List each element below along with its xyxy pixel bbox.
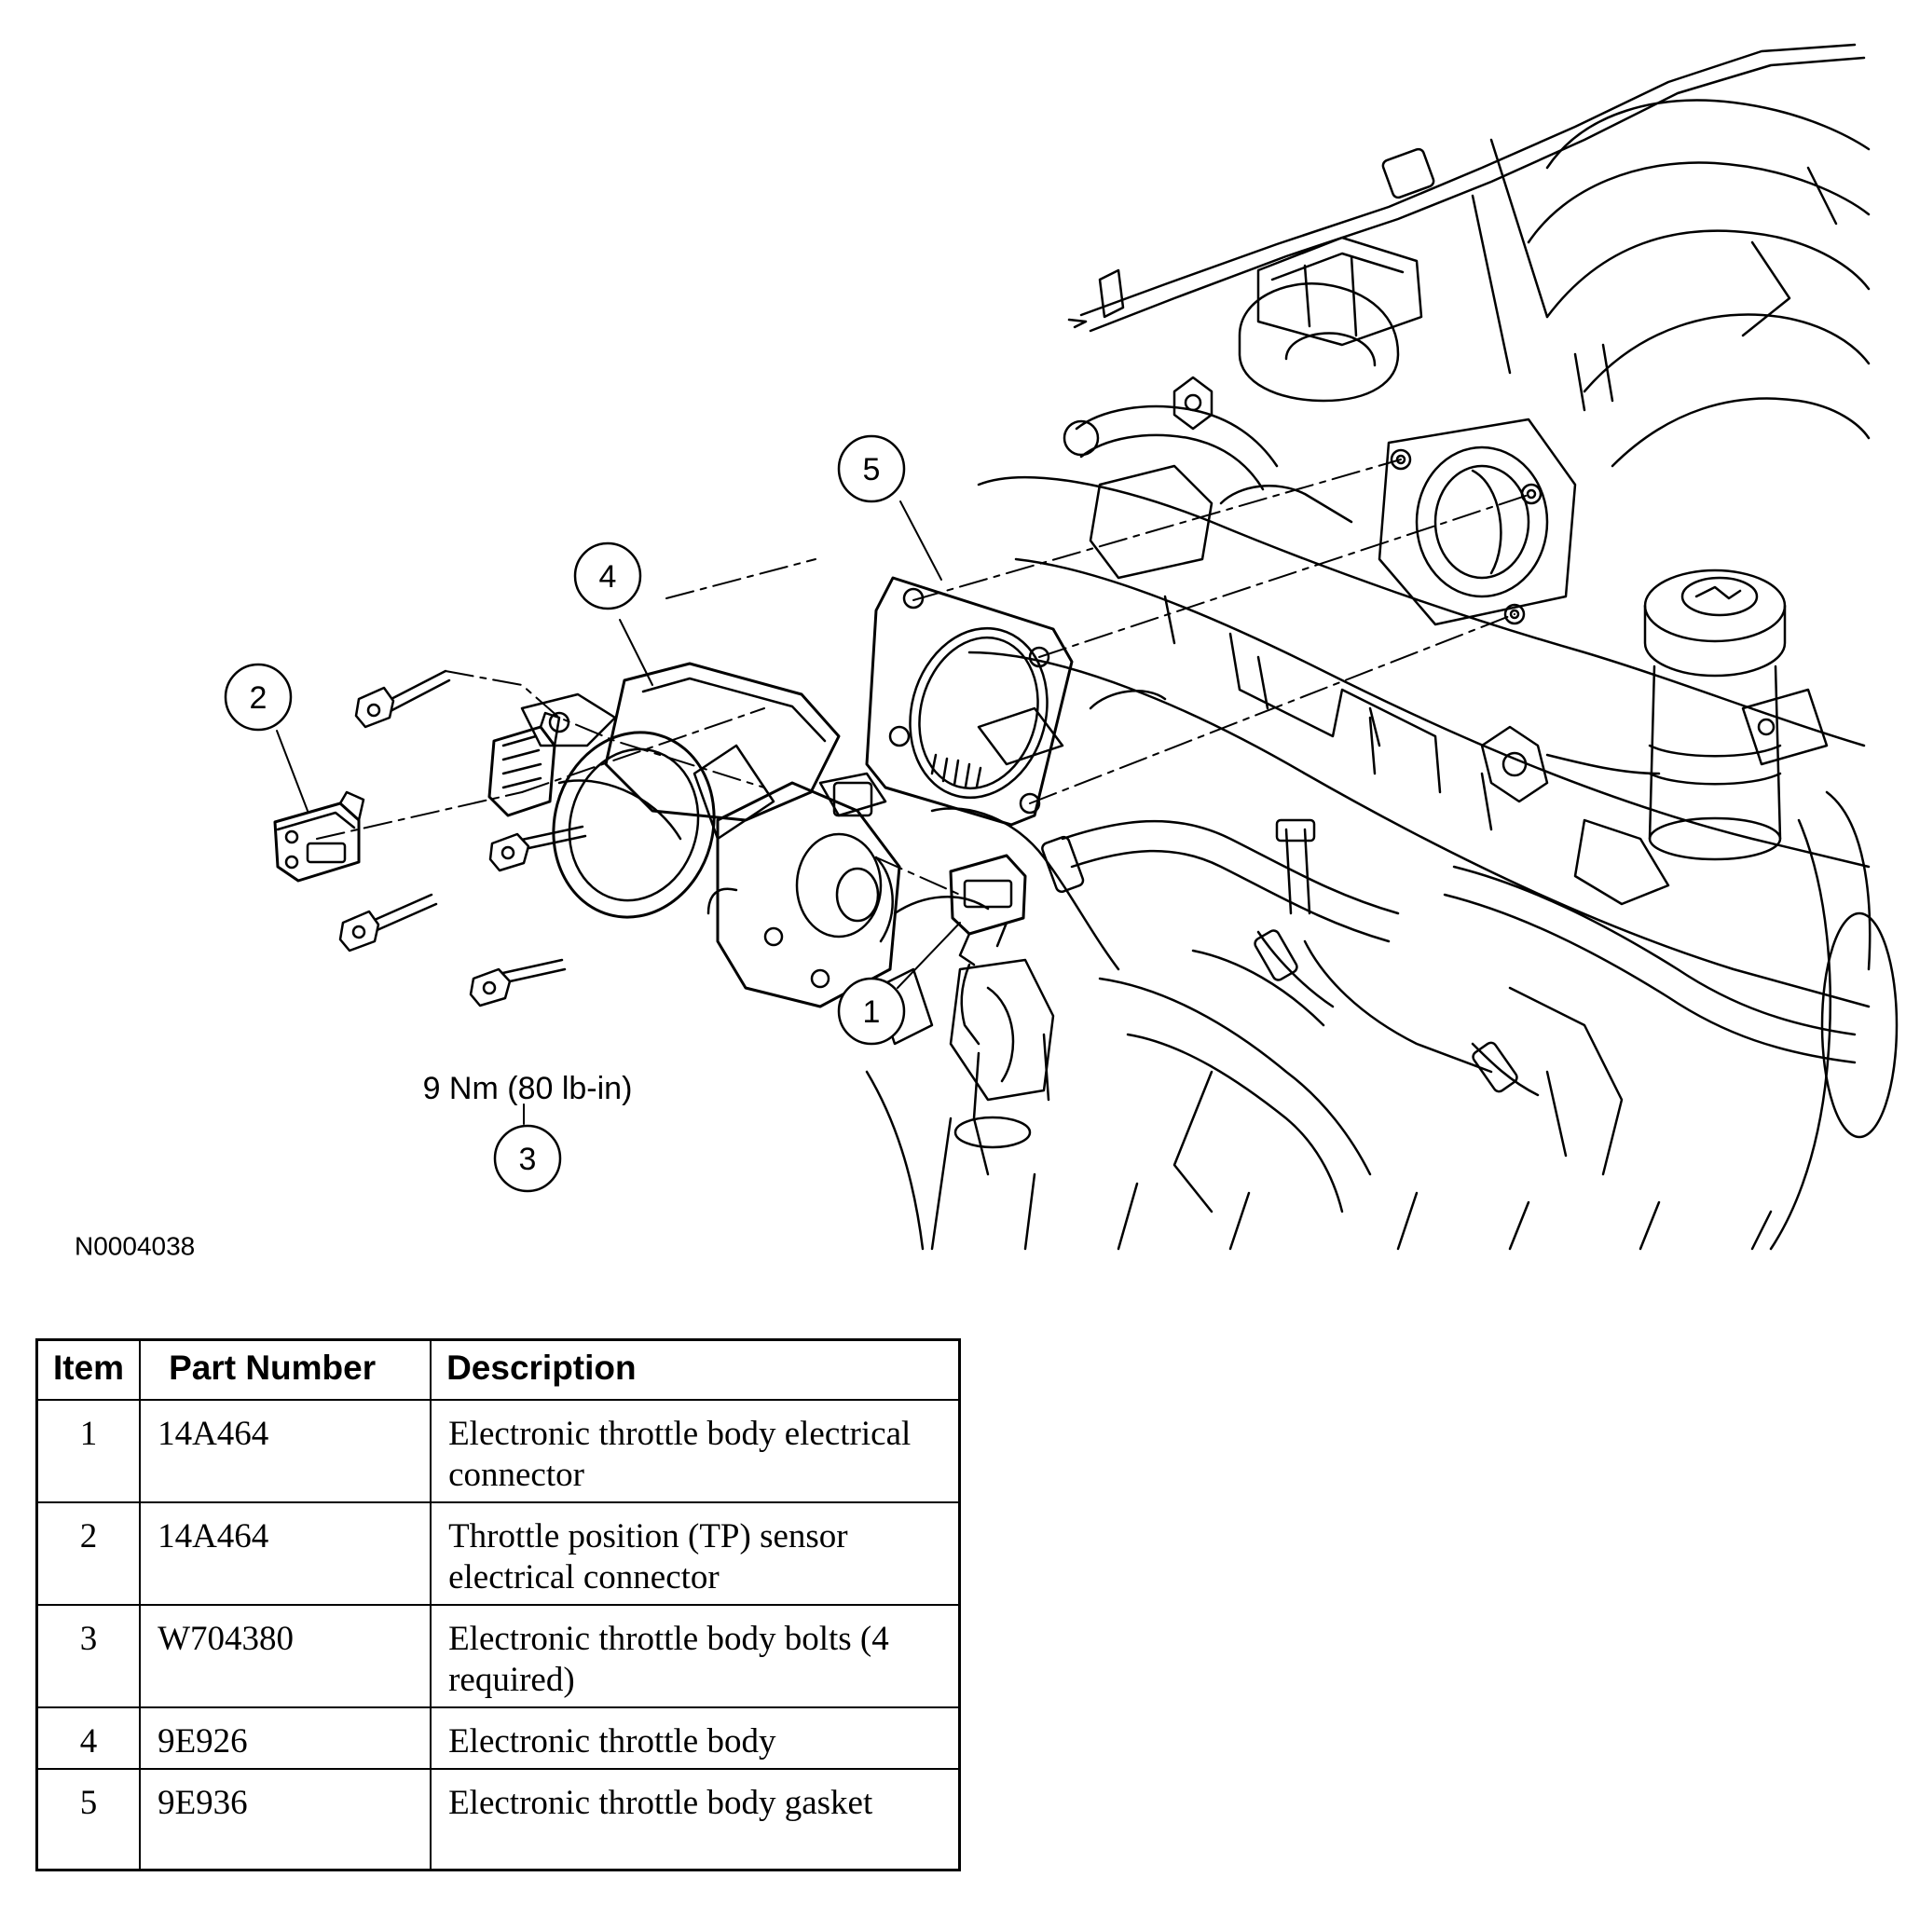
description-cell: Electronic throttle body electrical conn…: [430, 1399, 961, 1503]
column-header-description: Description: [430, 1338, 961, 1401]
item-cell: 3: [35, 1604, 142, 1708]
tp-connector-part: [273, 790, 365, 883]
callout-2-circle: [224, 663, 293, 732]
throttle-body-part: [520, 662, 901, 1008]
column-header-part-number: Part Number: [139, 1338, 432, 1401]
table-row: 1 14A464 Electronic throttle body electr…: [35, 1399, 961, 1503]
item-cell: 2: [35, 1501, 142, 1606]
description-cell: Electronic throttle body: [430, 1706, 961, 1770]
description-cell: Throttle position (TP) sensor electrical…: [430, 1501, 961, 1606]
etb-connector-part: [949, 854, 1027, 1046]
exploded-view-diagram: 5 4 2 1 3 9 Nm (80 lb-in) N0004038: [75, 43, 1899, 1261]
item-cell: 1: [35, 1399, 142, 1503]
callout-3-label: 3: [519, 1142, 537, 1177]
table-row: 4 9E926 Electronic throttle body: [35, 1706, 961, 1770]
throttle-body-connector-part: [487, 711, 561, 817]
callout-4-circle: [573, 541, 642, 610]
callout-5-circle: [837, 434, 906, 503]
item-cell: 5: [35, 1768, 142, 1870]
assembly-lines: [316, 459, 1532, 896]
table-row: 5 9E936 Electronic throttle body gasket: [35, 1768, 961, 1870]
part-number-cell: 14A464: [139, 1501, 432, 1606]
table-row: 2 14A464 Throttle position (TP) sensor e…: [35, 1501, 961, 1606]
column-header-item: Item: [35, 1338, 142, 1401]
callout-2-label: 2: [250, 680, 267, 716]
item-cell: 4: [35, 1706, 142, 1770]
bolts-part: [338, 669, 587, 1007]
description-cell: Electronic throttle body gasket: [430, 1768, 961, 1870]
callout-3-circle: [493, 1124, 562, 1193]
callout-1-circle: [837, 977, 906, 1046]
part-number-cell: W704380: [139, 1604, 432, 1708]
leader-lines: [276, 500, 961, 1125]
figure-id-label: N0004038: [75, 1232, 195, 1261]
callout-4-label: 4: [599, 559, 617, 595]
part-number-cell: 9E926: [139, 1706, 432, 1770]
table-row: 3 W704380 Electronic throttle body bolts…: [35, 1604, 961, 1708]
description-cell: Electronic throttle body bolts (4 requir…: [430, 1604, 961, 1708]
torque-spec-label: 9 Nm (80 lb-in): [423, 1071, 633, 1106]
part-number-cell: 14A464: [139, 1399, 432, 1503]
callout-5-label: 5: [863, 452, 881, 487]
gasket-part: [865, 576, 1074, 827]
engine-drawing: [865, 43, 1899, 1251]
part-number-cell: 9E936: [139, 1768, 432, 1870]
parts-table: Item Part Number Description 1 14A464 El…: [35, 1338, 961, 1871]
table-header-row: Item Part Number Description: [35, 1338, 961, 1401]
callout-1-label: 1: [863, 994, 881, 1030]
